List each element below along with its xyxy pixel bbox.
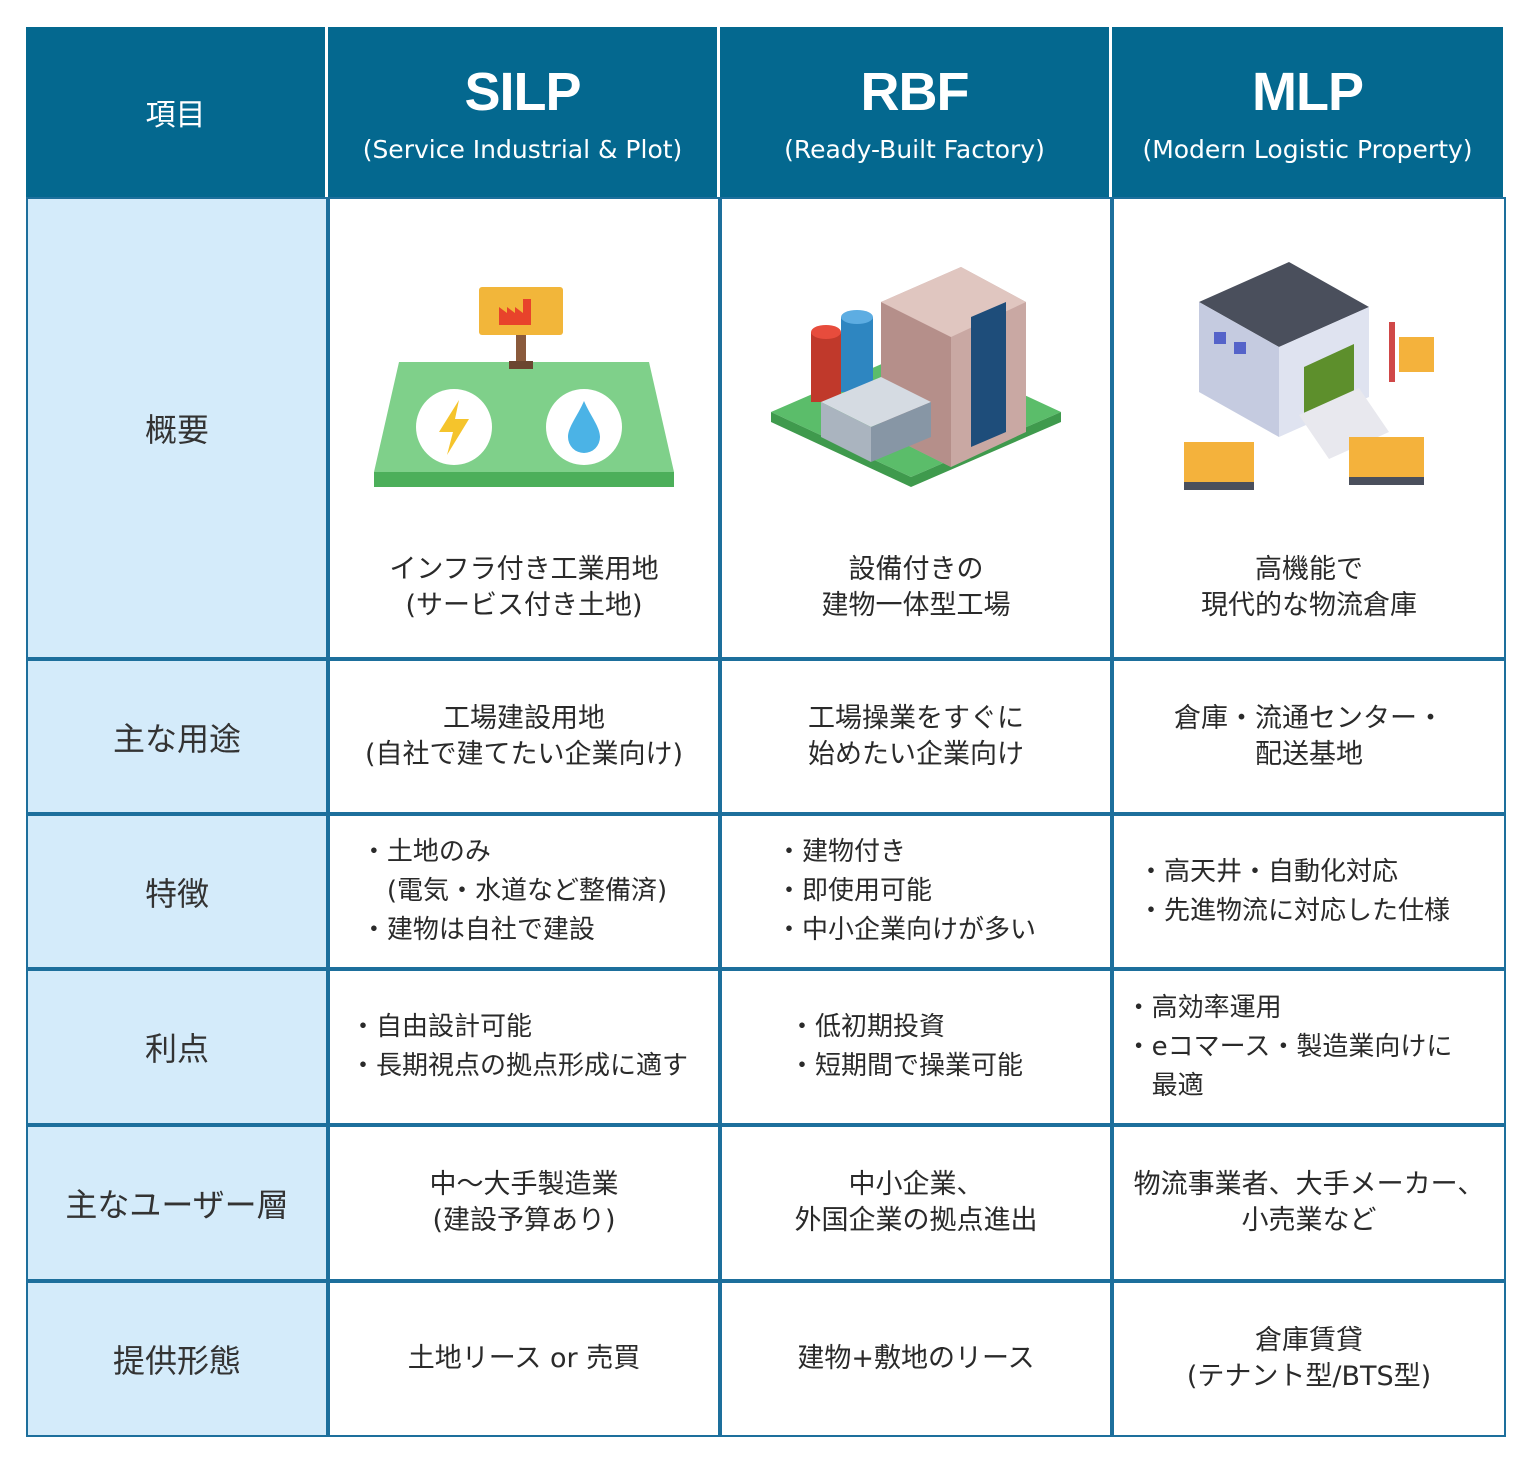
cell-line1: 土地リース or 売買 — [407, 1343, 641, 1374]
header-title: SILP — [464, 61, 581, 122]
land-with-utilities-icon — [330, 232, 718, 532]
bullet-item: ・中小企業向けが多い — [775, 915, 1036, 945]
row-label: 主なユーザー層 — [65, 1186, 289, 1224]
header-item-label: 項目 — [145, 98, 206, 133]
overview-rbf: 設備付きの 建物一体型工場 — [720, 197, 1112, 659]
bullet-item: ・自由設計可能 — [349, 1012, 532, 1042]
row-label: 特徴 — [144, 874, 209, 913]
row-label-use: 主な用途 — [26, 659, 328, 814]
row-label: 主な用途 — [112, 719, 241, 758]
features-rbf: ・建物付き ・即使用可能 ・中小企業向けが多い — [720, 814, 1112, 969]
cell-line1: 建物+敷地のリース — [797, 1343, 1035, 1374]
header-silp: SILP (Service Industrial & Plot) — [328, 27, 720, 197]
bullet-item: 最適 — [1125, 1070, 1204, 1101]
header-subtitle: (Ready-Built Factory) — [784, 134, 1045, 164]
overview-text-line2: (サービス付き土地) — [405, 590, 643, 621]
bullet-item: ・先進物流に対応した仕様 — [1137, 895, 1450, 926]
cell-line1: 倉庫賃貸 — [1255, 1325, 1363, 1356]
users-mlp: 物流事業者、大手メーカー、 小売業など — [1112, 1125, 1506, 1281]
overview-mlp: 高機能で 現代的な物流倉庫 — [1112, 197, 1506, 659]
users-rbf: 中小企業、 外国企業の拠点進出 — [720, 1125, 1112, 1281]
bullet-item: ・土地のみ — [360, 837, 491, 867]
header-title: MLP — [1252, 61, 1364, 122]
row-label-benefits: 利点 — [26, 969, 328, 1125]
row-label-users: 主なユーザー層 — [26, 1125, 328, 1281]
users-silp: 中〜大手製造業 (建設予算あり) — [328, 1125, 720, 1281]
benefits-silp: ・自由設計可能 ・長期視点の拠点形成に適す — [328, 969, 720, 1125]
features-silp: ・土地のみ (電気・水道など整備済) ・建物は自社で建設 — [328, 814, 720, 969]
bullet-item: ・長期視点の拠点形成に適す — [349, 1051, 688, 1081]
bullet-item: ・即使用可能 — [775, 876, 932, 906]
cell-line2: (建設予算あり) — [432, 1205, 616, 1236]
factory-building-icon — [722, 232, 1110, 532]
bullet-item: ・eコマース・製造業向けに — [1125, 1031, 1453, 1062]
header-title: RBF — [860, 61, 970, 122]
offer-rbf: 建物+敷地のリース — [720, 1281, 1112, 1437]
offer-mlp: 倉庫賃貸 (テナント型/BTS型) — [1112, 1281, 1506, 1437]
header-subtitle: (Modern Logistic Property) — [1142, 134, 1473, 164]
header-item-cell: 項目 — [26, 27, 328, 197]
cell-line1: 倉庫・流通センター・ — [1174, 702, 1444, 734]
bullet-item: ・建物付き — [775, 837, 906, 867]
header-mlp: MLP (Modern Logistic Property) — [1112, 27, 1506, 197]
bullet-item: ・高効率運用 — [1125, 992, 1282, 1023]
cell-line1: 物流事業者、大手メーカー、 — [1133, 1169, 1485, 1200]
cell-line2: 配送基地 — [1255, 738, 1363, 770]
use-rbf: 工場操業をすぐに 始めたい企業向け — [720, 659, 1112, 814]
cell-line2: (自社で建てたい企業向け) — [364, 738, 684, 770]
row-label-overview: 概要 — [26, 197, 328, 659]
overview-text-line2: 建物一体型工場 — [821, 590, 1011, 621]
bullet-item: ・高天井・自動化対応 — [1137, 856, 1398, 887]
header-rbf: RBF (Ready-Built Factory) — [720, 27, 1112, 197]
overview-text-line1: 設備付きの — [848, 554, 984, 585]
bullet-item: ・低初期投資 — [788, 1012, 945, 1042]
row-label: 利点 — [144, 1030, 209, 1068]
row-label-offer: 提供形態 — [26, 1281, 328, 1437]
benefits-rbf: ・低初期投資 ・短期間で操業可能 — [720, 969, 1112, 1125]
overview-silp: インフラ付き工業用地 (サービス付き土地) — [328, 197, 720, 659]
cell-line2: 小売業など — [1241, 1205, 1377, 1236]
row-label: 提供形態 — [112, 1342, 241, 1380]
bullet-item: ・短期間で操業可能 — [788, 1051, 1023, 1081]
cell-line1: 工場操業をすぐに — [808, 702, 1024, 734]
header-subtitle: (Service Industrial & Plot) — [362, 134, 683, 164]
cell-line2: 外国企業の拠点進出 — [794, 1205, 1038, 1236]
overview-text-line2: 現代的な物流倉庫 — [1201, 590, 1417, 621]
comparison-table: 項目 SILP (Service Industrial & Plot) RBF … — [26, 27, 1506, 1437]
overview-text-line1: 高機能で — [1255, 554, 1363, 585]
bullet-item: (電気・水道など整備済) — [360, 876, 668, 906]
benefits-mlp: ・高効率運用 ・eコマース・製造業向けに 最適 — [1112, 969, 1506, 1125]
cell-line2: (テナント型/BTS型) — [1186, 1361, 1432, 1392]
row-label-features: 特徴 — [26, 814, 328, 969]
cell-line1: 中小企業、 — [848, 1169, 984, 1200]
cell-line1: 工場建設用地 — [443, 702, 605, 734]
use-silp: 工場建設用地 (自社で建てたい企業向け) — [328, 659, 720, 814]
cell-line1: 中〜大手製造業 — [429, 1169, 619, 1200]
row-label: 概要 — [144, 411, 209, 449]
offer-silp: 土地リース or 売買 — [328, 1281, 720, 1437]
use-mlp: 倉庫・流通センター・ 配送基地 — [1112, 659, 1506, 814]
bullet-item: ・建物は自社で建設 — [360, 915, 595, 945]
cell-line2: 始めたい企業向け — [808, 738, 1024, 770]
logistics-warehouse-icon — [1114, 232, 1504, 532]
features-mlp: ・高天井・自動化対応 ・先進物流に対応した仕様 — [1112, 814, 1506, 969]
overview-text-line1: インフラ付き工業用地 — [389, 554, 659, 585]
